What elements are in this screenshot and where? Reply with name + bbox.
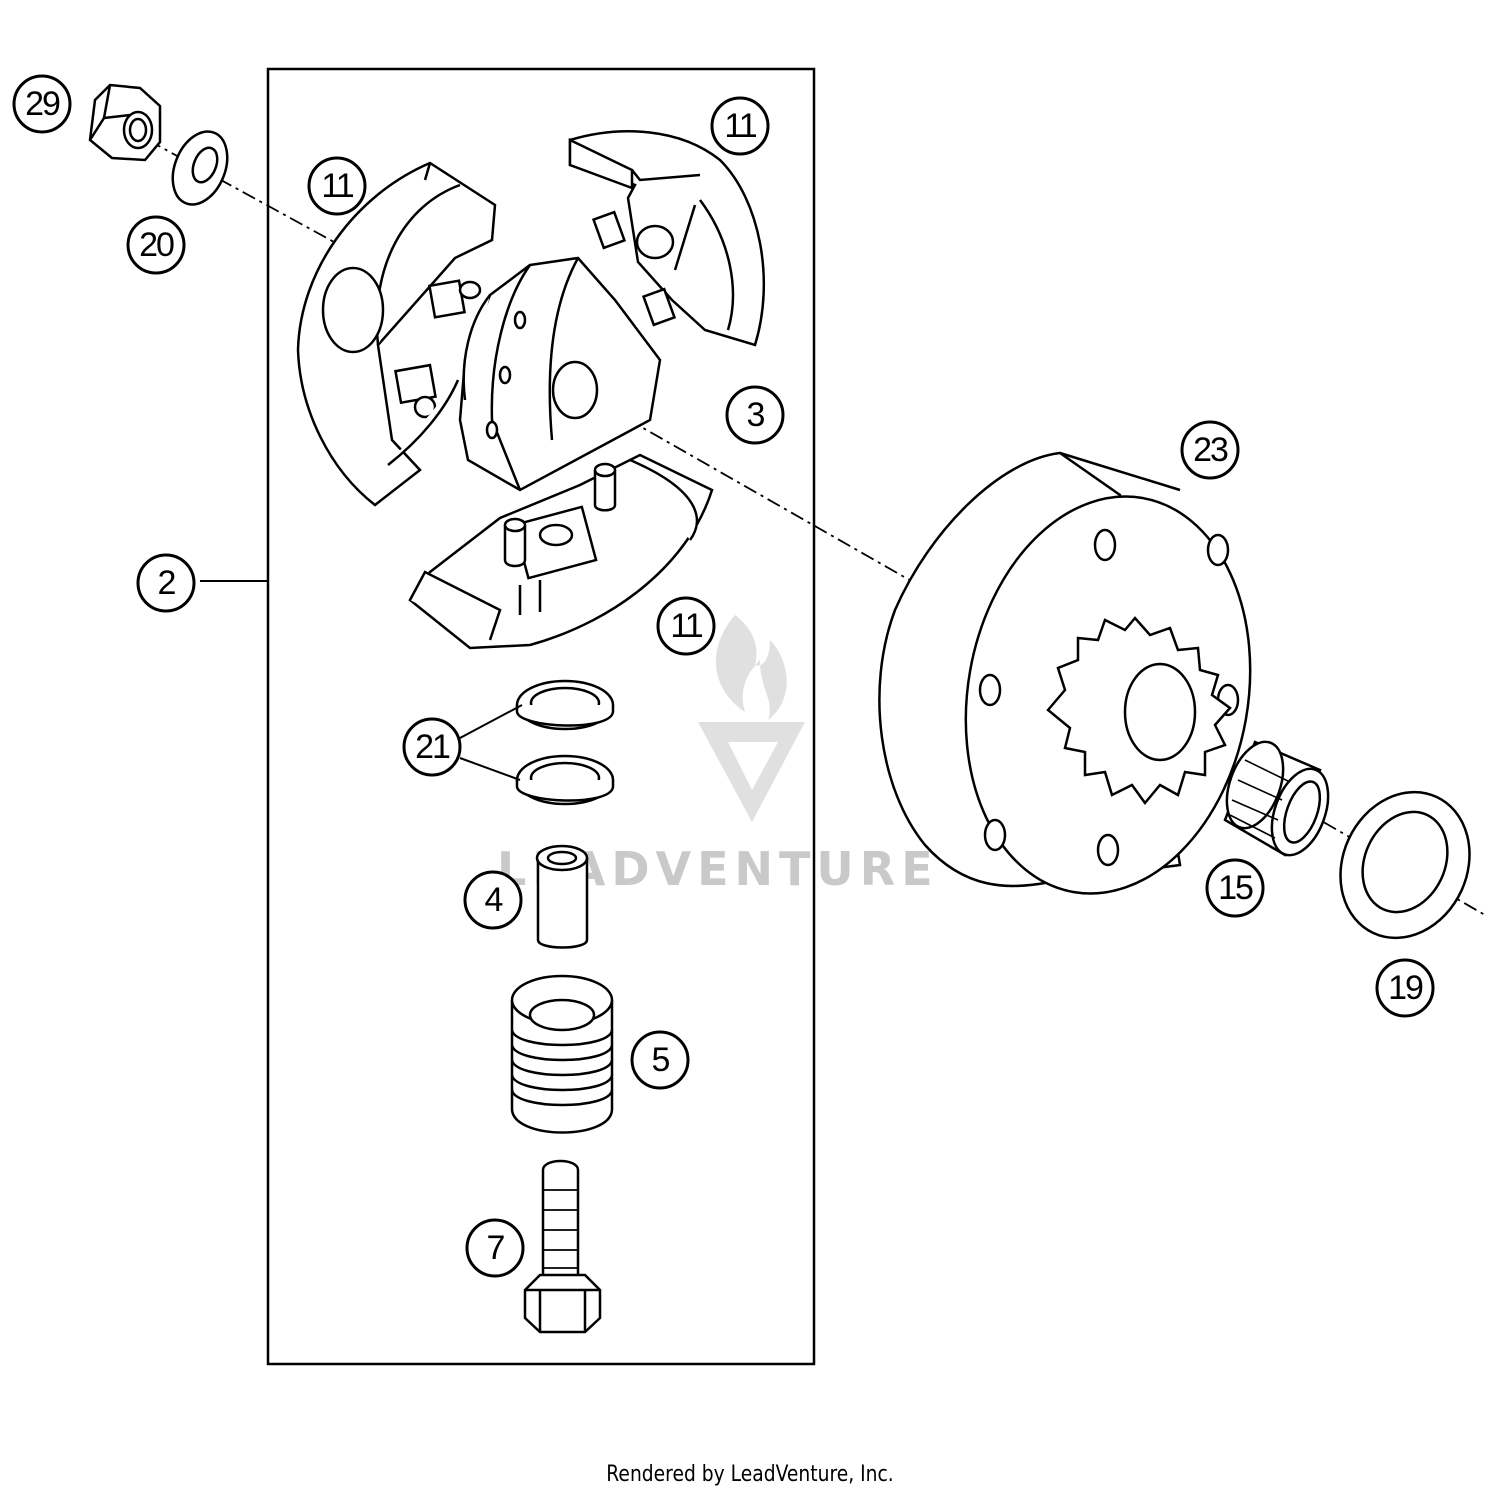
callout-20: 20 <box>139 226 174 264</box>
callout-29: 29 <box>25 85 60 123</box>
hub-part-3 <box>458 256 662 492</box>
callout-circle-11c <box>656 596 716 656</box>
clutch-shoe-top-part-11 <box>568 130 765 347</box>
assembly-2-frame <box>266 67 816 1366</box>
callout-4: 4 <box>485 881 503 919</box>
callout-15: 15 <box>1218 869 1253 907</box>
callout-5: 5 <box>652 1041 670 1079</box>
clutch-shoe-bottom-part-11 <box>408 453 714 650</box>
callout-labels: 29 20 11 11 3 23 2 11 21 4 5 7 15 19 <box>25 85 1425 1267</box>
callout-23: 23 <box>1193 431 1228 469</box>
footer-credit: Rendered by LeadVenture, Inc. <box>606 1462 894 1487</box>
callouts <box>12 74 1435 1278</box>
watermark-logo <box>698 615 805 822</box>
callout-11-top: 11 <box>724 107 756 145</box>
callout-circle-11a <box>307 156 367 216</box>
nut-part-29 <box>88 83 162 162</box>
callout-circle-3 <box>725 385 785 445</box>
callout-circle-21 <box>402 717 462 777</box>
clutch-shoe-left-part-11 <box>296 161 497 507</box>
callout-19: 19 <box>1388 969 1423 1007</box>
callout-11-bottom: 11 <box>670 607 702 645</box>
callout-circle-4 <box>463 870 523 930</box>
washer-part-20 <box>171 130 229 206</box>
callout-7: 7 <box>487 1229 505 1267</box>
spring-part-5 <box>510 974 614 1134</box>
leaders-21 <box>459 704 523 781</box>
callout-3: 3 <box>747 396 765 434</box>
clutch-drum-part-23 <box>878 451 1252 895</box>
spacer-part-4 <box>535 844 589 949</box>
callout-11-left: 11 <box>321 167 353 205</box>
washers-part-21 <box>515 679 615 806</box>
callout-circle-7 <box>465 1218 525 1278</box>
callout-2: 2 <box>158 564 176 602</box>
callout-circle-23 <box>1180 420 1240 480</box>
washer-part-19 <box>1339 790 1471 940</box>
callout-circle-5 <box>630 1030 690 1090</box>
callout-circle-2 <box>136 553 196 613</box>
callout-21: 21 <box>415 728 450 766</box>
needle-bearing-part-15 <box>1223 740 1330 857</box>
callout-circle-20 <box>126 215 186 275</box>
callout-circle-11b <box>710 96 770 156</box>
callout-circle-19 <box>1375 958 1435 1018</box>
callout-circle-15 <box>1205 858 1265 918</box>
bolt-part-7 <box>523 1159 602 1334</box>
callout-circle-29 <box>12 74 72 134</box>
